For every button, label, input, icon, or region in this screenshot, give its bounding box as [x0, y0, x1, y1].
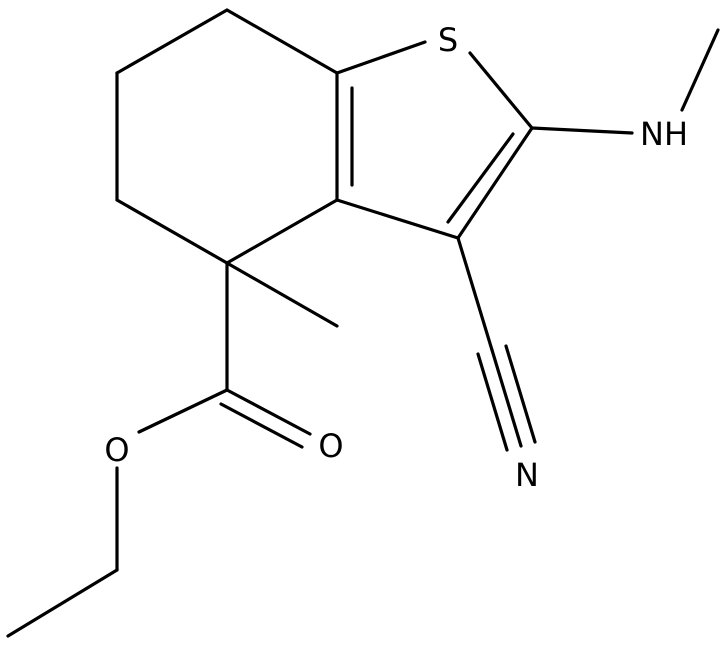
bond-carbonyl-o-single — [137, 388, 229, 434]
thiophene-ring — [335, 40, 534, 240]
bond-c7-c6 — [115, 8, 229, 75]
bond-c7a-c7 — [225, 8, 339, 75]
carbonyl-oxygen-atom-label: O — [318, 427, 343, 465]
nitrile-group — [456, 236, 537, 452]
cyclohexene-ring — [115, 8, 354, 265]
bond-n-methyl — [680, 28, 720, 112]
bond-carbonyl-o-double-1 — [225, 388, 312, 436]
bond-cn-triple-left — [476, 352, 509, 452]
bond-c3-c3a — [335, 198, 460, 240]
bond-ethyl-ch3 — [6, 568, 119, 638]
bond-c4-methyl — [225, 261, 339, 328]
methylamino-group — [530, 28, 720, 135]
amine-atom-label: NH — [640, 115, 688, 153]
nitrile-nitrogen-atom-label: N — [515, 456, 539, 494]
bond-c2-c3-double — [446, 132, 515, 224]
bond-carbonyl-o-double-2 — [219, 402, 304, 449]
bond-c5-c4 — [115, 198, 229, 265]
bond-c3-cn — [456, 236, 494, 352]
bond-cn-triple-right — [504, 344, 537, 444]
ethyl-ester-group — [6, 261, 312, 638]
bond-c4-c3a — [225, 198, 339, 265]
ether-oxygen-atom-label: O — [104, 431, 129, 469]
bond-cn-triple-center — [490, 348, 523, 448]
bond-c7a-s — [335, 40, 427, 75]
bond-c2-c3 — [456, 126, 534, 240]
bond-s-c2 — [468, 51, 534, 130]
bond-c2-n — [530, 126, 634, 135]
sulfur-atom-label: S — [438, 21, 458, 59]
